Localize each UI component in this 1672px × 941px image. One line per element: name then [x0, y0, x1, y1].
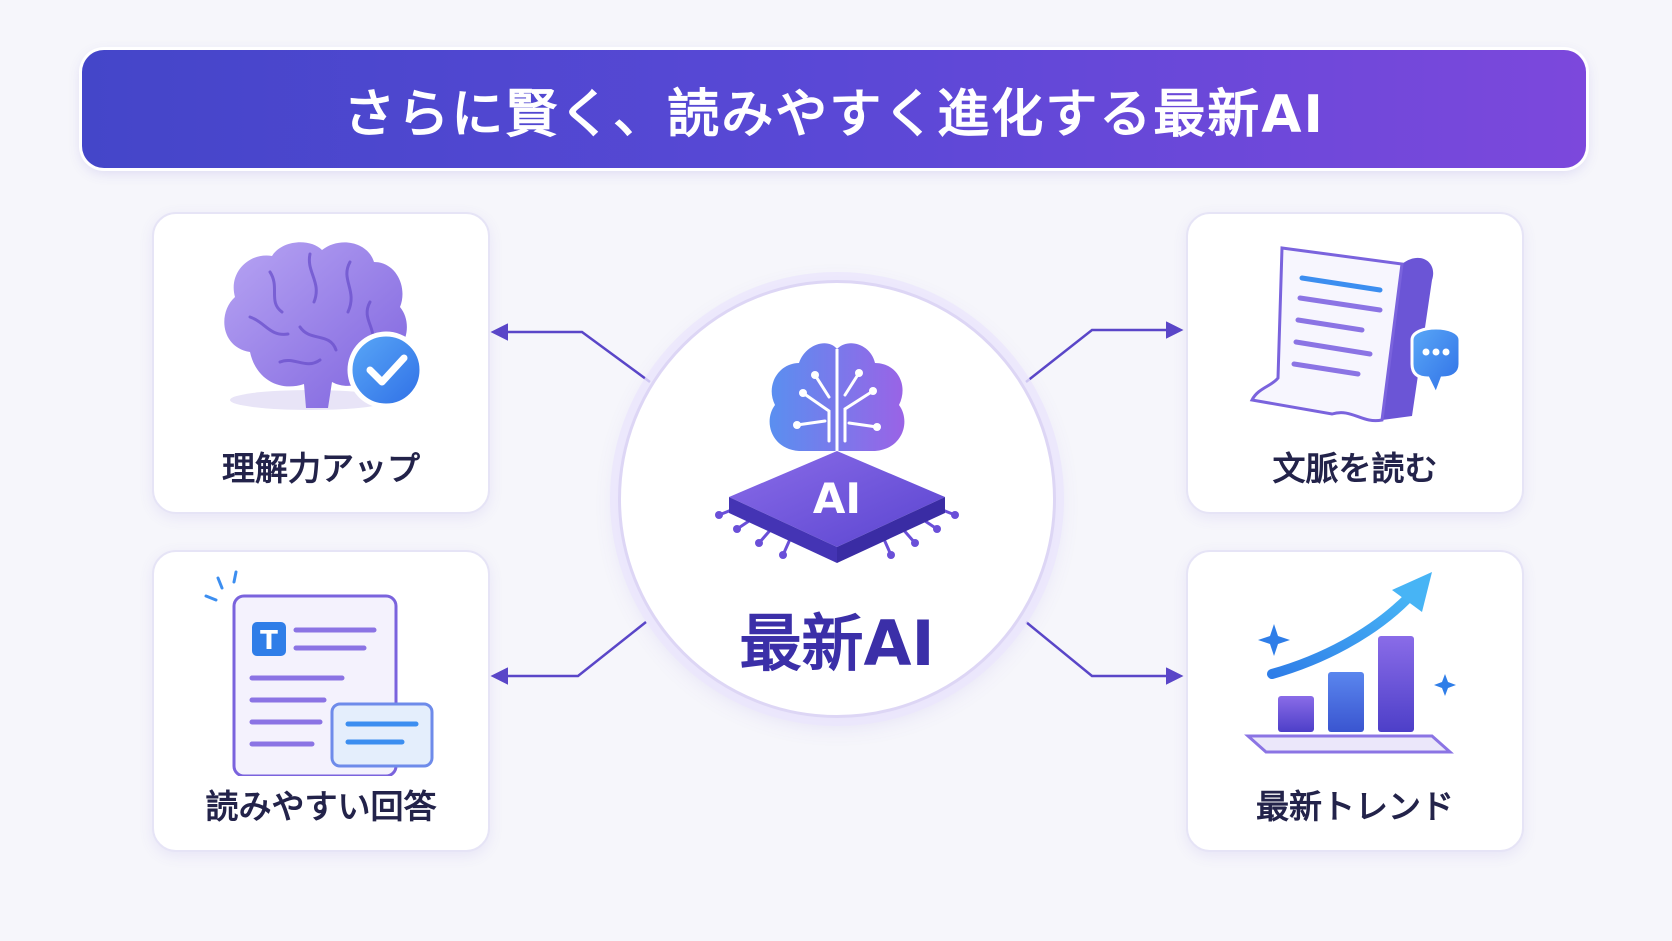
scroll-chat-icon: [1249, 246, 1462, 423]
feature-card-context: 文脈を読む: [1186, 212, 1524, 514]
feature-label-readable: 読みやすい回答: [205, 787, 437, 826]
center-hub: AI 最新AI: [618, 280, 1056, 718]
feature-label-trends: 最新トレンド: [1256, 787, 1454, 826]
feature-label-context: 文脈を読む: [1272, 449, 1438, 488]
arrow-to-context: [1025, 321, 1184, 383]
arrow-to-trends: [1025, 621, 1184, 685]
brain-check-icon: [224, 242, 425, 410]
chip-ai-text: AI: [813, 474, 861, 523]
trend-chart-icon: [1244, 572, 1456, 754]
arrow-to-understanding: [490, 323, 651, 384]
feature-card-trends: 最新トレンド: [1186, 550, 1524, 852]
feature-card-understanding: 理解力アップ: [152, 212, 490, 514]
feature-card-readable: T 読みやすい回答: [152, 550, 490, 852]
ai-chip-brain-icon: AI: [715, 343, 959, 563]
document-icon: T: [204, 570, 434, 776]
header-banner: さらに賢く、読みやすく進化する最新AI: [82, 50, 1586, 168]
arrow-to-readable: [490, 621, 647, 685]
feature-label-understanding: 理解力アップ: [222, 449, 420, 488]
hub-label: 最新AI: [739, 607, 935, 680]
doc-letter-text: T: [260, 626, 278, 656]
page-title: さらに賢く、読みやすく進化する最新AI: [343, 84, 1325, 145]
